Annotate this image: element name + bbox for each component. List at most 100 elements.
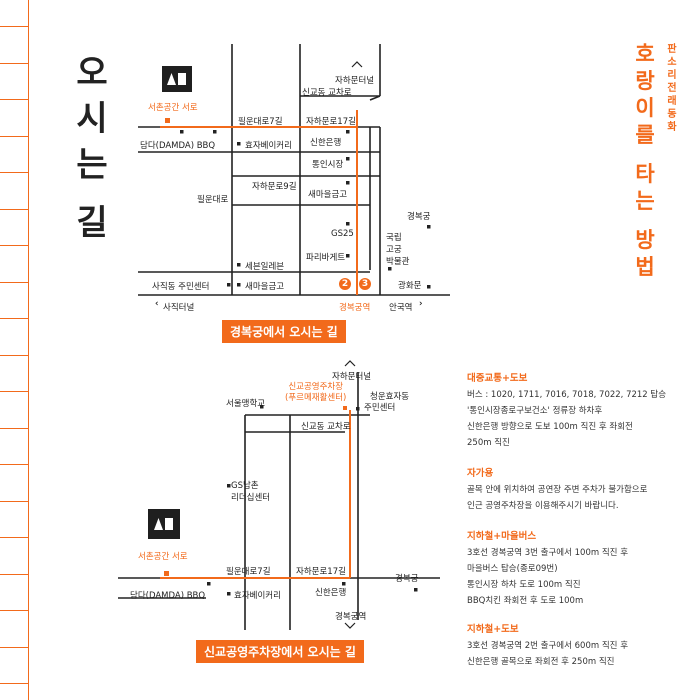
- label-damda: 담다(DAMDA) BBQ: [130, 591, 206, 601]
- label-jahamun-tunnel: 자하문터널: [335, 76, 375, 86]
- binding-rule-line: [0, 574, 28, 575]
- title-char: 호: [635, 42, 655, 66]
- binding-rule-line: [0, 464, 28, 465]
- subtitle-char: 소: [667, 57, 677, 68]
- binding-rule-line: [0, 99, 28, 100]
- logo-icon: [148, 509, 180, 539]
- title-char: 타: [635, 162, 655, 186]
- binding-border: [28, 0, 29, 700]
- label-gyeongbok-station: 경복궁역: [339, 303, 371, 313]
- subtitle-char: 화: [667, 122, 677, 133]
- title-char: 는: [76, 145, 108, 185]
- direction-section: 대중교통+도보 버스 : 1020, 1711, 7016, 7018, 702…: [467, 370, 692, 451]
- exit-3-badge: 3: [359, 278, 371, 290]
- label-gyeongbok-palace: 경복궁: [395, 574, 419, 584]
- binding-rule-line: [0, 136, 28, 137]
- label-tongin: 통인시장: [312, 160, 344, 170]
- binding-rule-line: [0, 209, 28, 210]
- label-shinhan: 신한은행: [315, 588, 347, 598]
- label-paris: 파리바게트: [306, 253, 346, 263]
- label-sajik-tunnel: 사직터널: [163, 303, 195, 313]
- section-line: BBQ치킨 좌회전 후 도로 100m: [467, 596, 584, 606]
- label-gyeongbok-station: 경복궁역: [335, 612, 367, 622]
- subtitle-char: 동: [667, 109, 677, 120]
- binding-rule-line: [0, 282, 28, 283]
- section-line: 3호선 경복궁역 3번 출구에서 100m 직진 후: [467, 548, 629, 558]
- section-line: 골목 안에 위치하여 공연장 주변 주차가 불가함으로: [467, 485, 648, 495]
- section-line: 신한은행 방향으로 도보 100m 직진 후 좌회전: [467, 422, 633, 432]
- binding-rule-line: [0, 428, 28, 429]
- label-shinhan: 신한은행: [310, 138, 342, 148]
- label-jahamun17: 자하문로17길: [296, 567, 346, 577]
- title-char: 는: [635, 189, 655, 213]
- binding-rule-line: [0, 610, 28, 611]
- label-jahamun9: 자하문로9길: [252, 182, 297, 192]
- section-line: 3호선 경복궁역 2번 출구에서 600m 직진 후: [467, 641, 629, 651]
- label-gwanghwamun: 광화문: [398, 281, 422, 291]
- label-pilun7: 필운대로7길: [226, 567, 271, 577]
- label-museum: 국립 고궁 박물관: [386, 233, 410, 267]
- title-char: 이: [635, 96, 655, 120]
- title-char: 오: [76, 53, 108, 93]
- chevron-left-icon: ‹: [155, 299, 159, 309]
- section-title: 지하철+도보: [467, 624, 519, 635]
- label-damda: 담다(DAMDA) BBQ: [140, 141, 216, 151]
- label-singyo-cross: 신교동 교차로: [302, 88, 352, 98]
- label-cheongun: 청운효자동 주민센터: [364, 392, 410, 413]
- subtitle-char: 리: [667, 70, 677, 81]
- binding-rule-line: [0, 647, 28, 648]
- section-line: 인근 공영주차장을 이용해주시기 바랍니다.: [467, 501, 619, 511]
- binding-rule-line: [0, 501, 28, 502]
- subtitle-char: 래: [667, 96, 677, 107]
- label-parking: 신교공영주차장 (푸르메재활센터): [285, 382, 347, 403]
- label-seven-eleven: 세븐일레븐: [245, 262, 285, 272]
- binding-rule-line: [0, 63, 28, 64]
- direction-section: 자가용 골목 안에 위치하여 공연장 주변 주차가 불가함으로 인근 공영주차장…: [467, 465, 692, 514]
- subtitle-char: 전: [667, 83, 677, 94]
- label-jahamun-tunnel: 자하문터널: [332, 372, 372, 382]
- label-gyeongbok-palace: 경복궁: [407, 212, 431, 222]
- directions-panel: 대중교통+도보 버스 : 1020, 1711, 7016, 7018, 702…: [467, 370, 692, 670]
- label-saemaeul: 새마을금고: [308, 190, 348, 200]
- subtitle-char: 판: [667, 44, 677, 55]
- label-jahamun17: 자하문로17길: [306, 117, 356, 127]
- direction-section: 지하철+마을버스 3호선 경복궁역 3번 출구에서 100m 직진 후 마을버스…: [467, 528, 692, 609]
- exit-2-badge: 2: [339, 278, 351, 290]
- label-pilun7: 필운대로7길: [238, 117, 283, 127]
- binding-rule-line: [0, 172, 28, 173]
- section-line: '통인시장종로구보건소' 정류장 하차후: [467, 406, 603, 416]
- section-line: 통인시장 하차 도로 100m 직진: [467, 580, 581, 590]
- label-singyo-cross: 신교동 교차로: [301, 422, 351, 432]
- map1-caption: 경복궁에서 오시는 길: [222, 320, 346, 343]
- section-title: 자가용: [467, 468, 494, 479]
- section-line: 마을버스 탑승(종로09번): [467, 564, 558, 574]
- title-char: 법: [635, 255, 655, 279]
- chevron-right-icon: ›: [419, 299, 423, 309]
- label-saemaeul-2: 새마을금고: [245, 282, 285, 292]
- title-char: 랑: [635, 69, 655, 93]
- direction-section: 지하철+도보 3호선 경복궁역 2번 출구에서 600m 직진 후 신한은행 골…: [467, 621, 692, 670]
- binding-rule-line: [0, 537, 28, 538]
- title-char: 방: [635, 228, 655, 252]
- section-title: 지하철+마을버스: [467, 531, 537, 542]
- right-title-main: 호 랑 이 를 타 는 방 법: [632, 38, 658, 279]
- label-gs-center: GS남촌 리더십센터: [231, 481, 271, 503]
- section-title: 대중교통+도보: [467, 373, 528, 384]
- logo-label: 서촌공간 서로: [148, 103, 198, 113]
- label-gs25: GS25: [331, 229, 354, 239]
- label-hyoja: 효자베이커리: [245, 141, 292, 151]
- label-pilundaero: 필운대로: [197, 195, 229, 205]
- binding-rule-line: [0, 355, 28, 356]
- title-char: 길: [76, 203, 108, 243]
- logo-label: 서촌공간 서로: [138, 552, 188, 562]
- binding-rule-line: [0, 318, 28, 319]
- logo-icon: [162, 66, 192, 92]
- section-line: 신한은행 골목으로 좌회전 후 250m 직진: [467, 657, 615, 667]
- label-hyoja: 효자베이커리: [234, 591, 281, 601]
- right-title-sub: 판 소 리 전 래 동 화: [665, 40, 679, 133]
- binding-rule-line: [0, 391, 28, 392]
- page-title-vertical: 오 시 는 길: [72, 45, 112, 243]
- label-sajik-center: 사직동 주민센터: [152, 282, 210, 292]
- label-seoul-school: 서울맹학교: [226, 399, 266, 409]
